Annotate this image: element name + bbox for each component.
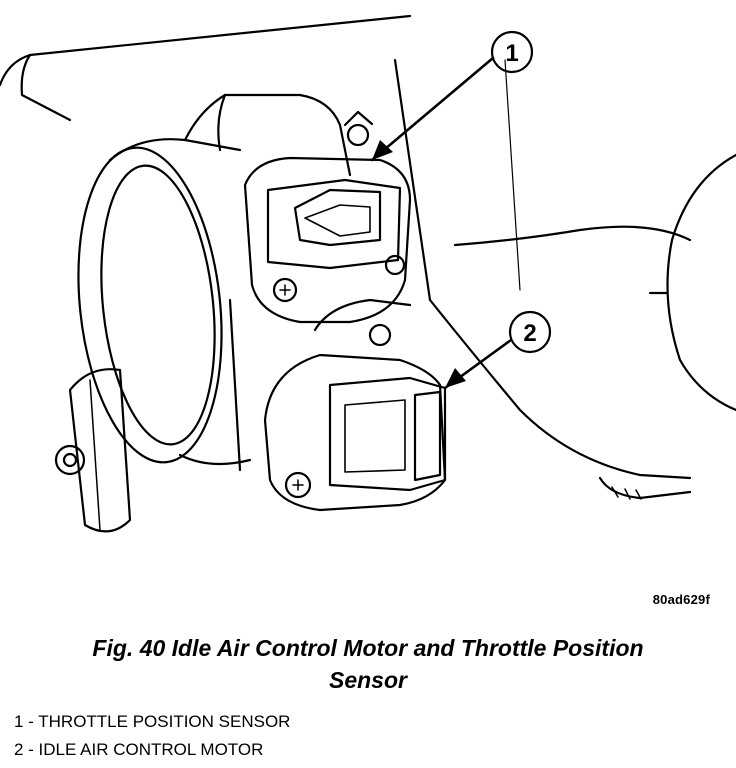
- callout-number-1: 1: [505, 40, 518, 67]
- figure-caption: Fig. 40 Idle Air Control Motor and Throt…: [0, 632, 736, 696]
- callout-number-2: 2: [523, 320, 536, 347]
- plenum-curve: [648, 153, 736, 412]
- intake-manifold-outline: [0, 14, 692, 500]
- figure-caption-line-1: Fig. 40 Idle Air Control Motor and Throt…: [92, 635, 644, 661]
- callout-1: [370, 30, 534, 162]
- throttle-body-illustration: 1 2: [0, 14, 736, 533]
- callout-2: [443, 310, 552, 390]
- throttle-bore: [77, 138, 252, 466]
- parts-legend: 1 - THROTTLE POSITION SENSOR 2 - IDLE AI…: [14, 708, 290, 764]
- throttle-linkage: [54, 368, 132, 533]
- throttle-position-sensor: [243, 156, 412, 324]
- legend-item-idle-air-control-motor: 2 - IDLE AIR CONTROL MOTOR: [14, 740, 264, 759]
- legend-item-throttle-position-sensor: 1 - THROTTLE POSITION SENSOR: [14, 712, 291, 731]
- figure-caption-line-2: Sensor: [329, 667, 407, 693]
- throttle-body-casting: [183, 93, 412, 472]
- figure-reference-code: 80ad629f: [652, 592, 710, 607]
- idle-air-control-motor: [263, 323, 447, 512]
